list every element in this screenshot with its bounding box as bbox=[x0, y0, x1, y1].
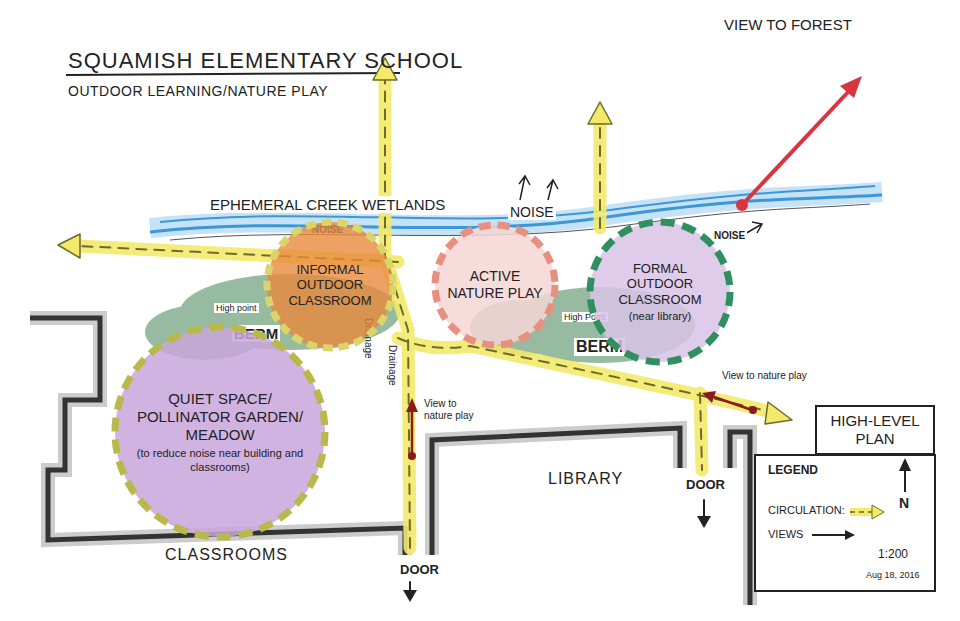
node-text-group: INFORMAL OUTDOOR CLASSROOM bbox=[280, 262, 380, 309]
node-heading: FORMAL OUTDOOR CLASSROOM bbox=[605, 261, 715, 308]
legend-text: VIEWS bbox=[768, 528, 803, 541]
view-label: View to nature play bbox=[720, 370, 809, 382]
noise-label: NOISE bbox=[712, 230, 747, 242]
node-heading: ACTIVE NATURE PLAY bbox=[445, 268, 545, 302]
building-label: LIBRARY bbox=[548, 470, 623, 488]
node-heading: QUIET SPACE/ POLLINATOR GARDEN/ MEADOW bbox=[135, 390, 305, 444]
view-label: VIEW TO FOREST bbox=[722, 16, 854, 33]
building-label: CLASSROOMS bbox=[165, 546, 288, 564]
buildings bbox=[30, 318, 750, 605]
title-underline bbox=[66, 73, 400, 75]
node-text-group: HIGH-LEVEL PLAN bbox=[820, 412, 930, 448]
door-label: DOOR bbox=[684, 478, 727, 493]
node-heading: INFORMAL OUTDOOR CLASSROOM bbox=[280, 262, 380, 309]
title: SQUAMISH ELEMENTARY SCHOOL bbox=[68, 48, 463, 73]
legend-title: LEGEND bbox=[768, 464, 818, 478]
circle-shape bbox=[590, 222, 730, 362]
view-arrows bbox=[406, 76, 862, 460]
node-note: (near library) bbox=[629, 310, 691, 323]
view-label: View to nature play bbox=[424, 398, 486, 421]
scale-label: 1:200 bbox=[878, 548, 908, 562]
node-text-group: QUIET SPACE/ POLLINATOR GARDEN/ MEADOW (t… bbox=[135, 390, 305, 473]
zone-circle: ACTIVE NATURE PLAY bbox=[430, 220, 560, 350]
north-label: N bbox=[899, 495, 909, 511]
zone-circle: QUIET SPACE/ POLLINATOR GARDEN/ MEADOW (t… bbox=[110, 322, 330, 542]
node-heading: HIGH-LEVEL PLAN bbox=[820, 412, 930, 448]
high-point-label: High point bbox=[214, 303, 259, 313]
zone-circle: INFORMAL OUTDOOR CLASSROOM bbox=[262, 217, 398, 353]
subtitle: OUTDOOR LEARNING/NATURE PLAY bbox=[68, 83, 328, 99]
plan-title-box: HIGH-LEVEL PLAN bbox=[815, 405, 935, 455]
circle-shape bbox=[267, 222, 393, 348]
legend-box bbox=[755, 455, 935, 591]
zone-circle: FORMAL OUTDOOR CLASSROOM (near library) bbox=[585, 217, 735, 367]
node-text-group: ACTIVE NATURE PLAY bbox=[445, 268, 545, 302]
circle-shape bbox=[435, 225, 555, 345]
drainage-label: Drainage bbox=[387, 345, 399, 386]
node-text-group: FORMAL OUTDOOR CLASSROOM (near library) bbox=[605, 261, 715, 324]
node-note: (to reduce noise near building and class… bbox=[135, 447, 305, 473]
circulation bbox=[58, 58, 792, 602]
legend-text: CIRCULATION: bbox=[768, 504, 845, 517]
noise-label: NOISE bbox=[508, 204, 556, 220]
door-label: DOOR bbox=[398, 563, 441, 578]
date-label: Aug 18, 2016 bbox=[866, 570, 920, 580]
creek-label: EPHEMERAL CREEK WETLANDS bbox=[208, 196, 447, 213]
circle-shape bbox=[115, 327, 325, 537]
